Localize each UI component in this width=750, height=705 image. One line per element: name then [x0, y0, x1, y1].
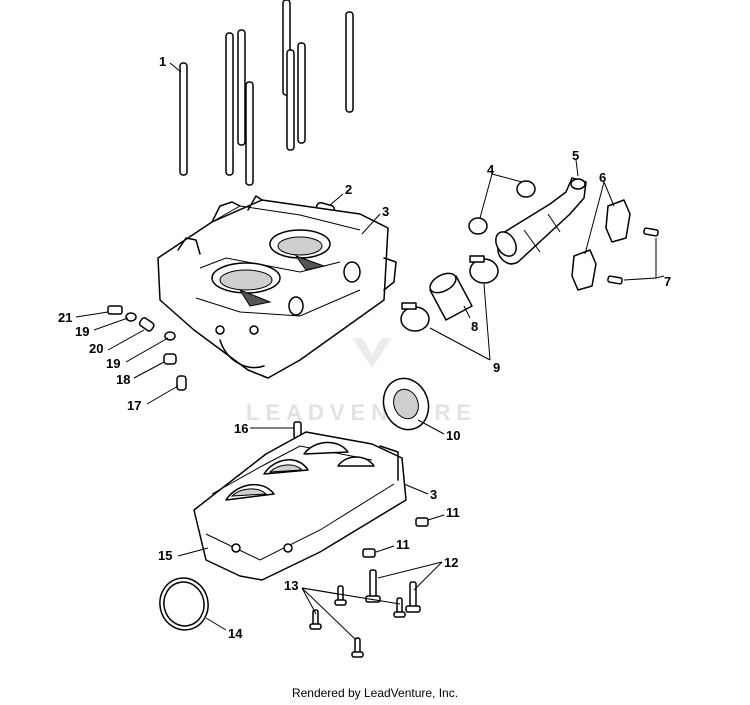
callout-11-upper: 11	[446, 505, 460, 520]
long-bolts	[365, 569, 421, 613]
callout-1: 1	[159, 54, 166, 69]
callout-4: 4	[487, 162, 495, 177]
seal	[382, 377, 430, 431]
watermark-text: LEADVENTURE	[246, 400, 477, 425]
upper-crankcase	[157, 195, 397, 379]
callout-labels: 1 2 3 4 5 6 7 8 9 10 11 12 13 14 15 16 1…	[58, 54, 671, 641]
callout-12: 12	[444, 555, 458, 570]
callout-11-lower: 11	[396, 537, 410, 552]
hose	[429, 272, 473, 321]
callout-6: 6	[599, 170, 606, 185]
plugs	[362, 517, 429, 558]
callout-18: 18	[116, 372, 130, 387]
callout-9: 9	[493, 360, 500, 375]
lower-crankcase	[193, 431, 407, 581]
hose-clamps	[400, 255, 499, 332]
callout-10: 10	[446, 428, 460, 443]
o-rings	[468, 180, 536, 235]
small-fittings	[107, 305, 187, 391]
callout-7: 7	[664, 274, 671, 289]
short-bolts	[309, 585, 406, 658]
callout-17: 17	[127, 398, 141, 413]
studs	[179, 0, 354, 186]
callout-3-upper: 3	[382, 204, 389, 219]
callout-14: 14	[228, 626, 243, 641]
watermark: LEADVENTURE	[246, 338, 477, 425]
callout-20: 20	[89, 341, 103, 356]
callout-16: 16	[234, 421, 248, 436]
leader-lines	[75, 62, 665, 641]
callout-19-upper: 19	[75, 324, 89, 339]
footer-credit: Rendered by LeadVenture, Inc.	[291, 686, 459, 700]
callout-19-lower: 19	[106, 356, 120, 371]
callout-8: 8	[471, 319, 478, 334]
callout-13: 13	[284, 578, 298, 593]
brackets	[571, 199, 631, 291]
callout-5: 5	[572, 148, 579, 163]
callout-15: 15	[158, 548, 172, 563]
callout-3-lower: 3	[430, 487, 437, 502]
callout-2: 2	[345, 182, 352, 197]
snap-ring	[159, 577, 209, 631]
callout-21: 21	[58, 310, 72, 325]
bracket-bolts	[607, 227, 659, 285]
water-elbow	[495, 177, 587, 265]
